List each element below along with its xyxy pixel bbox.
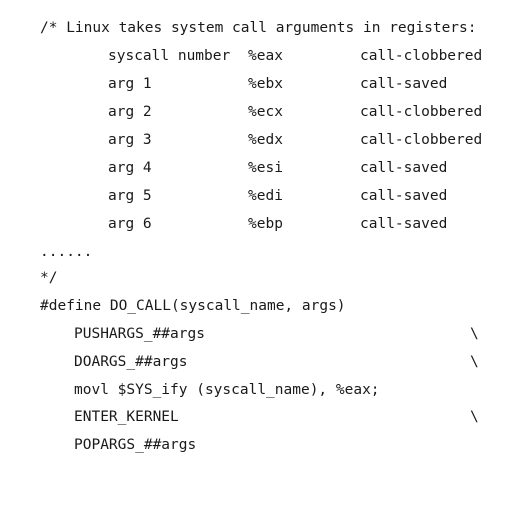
register-arg: arg 3 — [108, 132, 152, 148]
register-kind: call-saved — [360, 160, 448, 176]
macro-body-line: movl $SYS_ify (syscall_name), %eax; — [74, 382, 380, 398]
register-arg: arg 5 — [108, 188, 152, 204]
register-name: %edi — [248, 188, 283, 204]
macro-body-line: POPARGS_##args — [74, 437, 197, 453]
register-kind: call-saved — [360, 188, 448, 204]
register-kind: call-clobbered — [360, 104, 483, 120]
line-continuation: \ — [470, 326, 479, 342]
register-name: %ebx — [248, 76, 283, 92]
register-kind: call-clobbered — [360, 48, 483, 64]
register-kind: call-saved — [360, 216, 448, 232]
comment-open-line: /* Linux takes system call arguments in … — [40, 20, 477, 36]
register-arg: arg 2 — [108, 104, 152, 120]
macro-body-line: PUSHARGS_##args — [74, 326, 205, 342]
register-name: %eax — [248, 48, 283, 64]
register-arg: arg 1 — [108, 76, 152, 92]
register-arg: arg 6 — [108, 216, 152, 232]
register-kind: call-saved — [360, 76, 448, 92]
macro-body-line: DOARGS_##args — [74, 354, 188, 370]
ellipsis-line: ...... — [40, 244, 93, 260]
register-kind: call-clobbered — [360, 132, 483, 148]
register-arg: syscall number — [108, 48, 231, 64]
comment-close-line: */ — [40, 270, 58, 286]
register-name: %ecx — [248, 104, 283, 120]
register-arg: arg 4 — [108, 160, 152, 176]
line-continuation: \ — [470, 354, 479, 370]
line-continuation: \ — [470, 409, 479, 425]
macro-body-line: ENTER_KERNEL — [74, 409, 179, 425]
register-name: %esi — [248, 160, 283, 176]
register-name: %ebp — [248, 216, 283, 232]
register-name: %edx — [248, 132, 283, 148]
define-line: #define DO_CALL(syscall_name, args) — [40, 298, 346, 314]
